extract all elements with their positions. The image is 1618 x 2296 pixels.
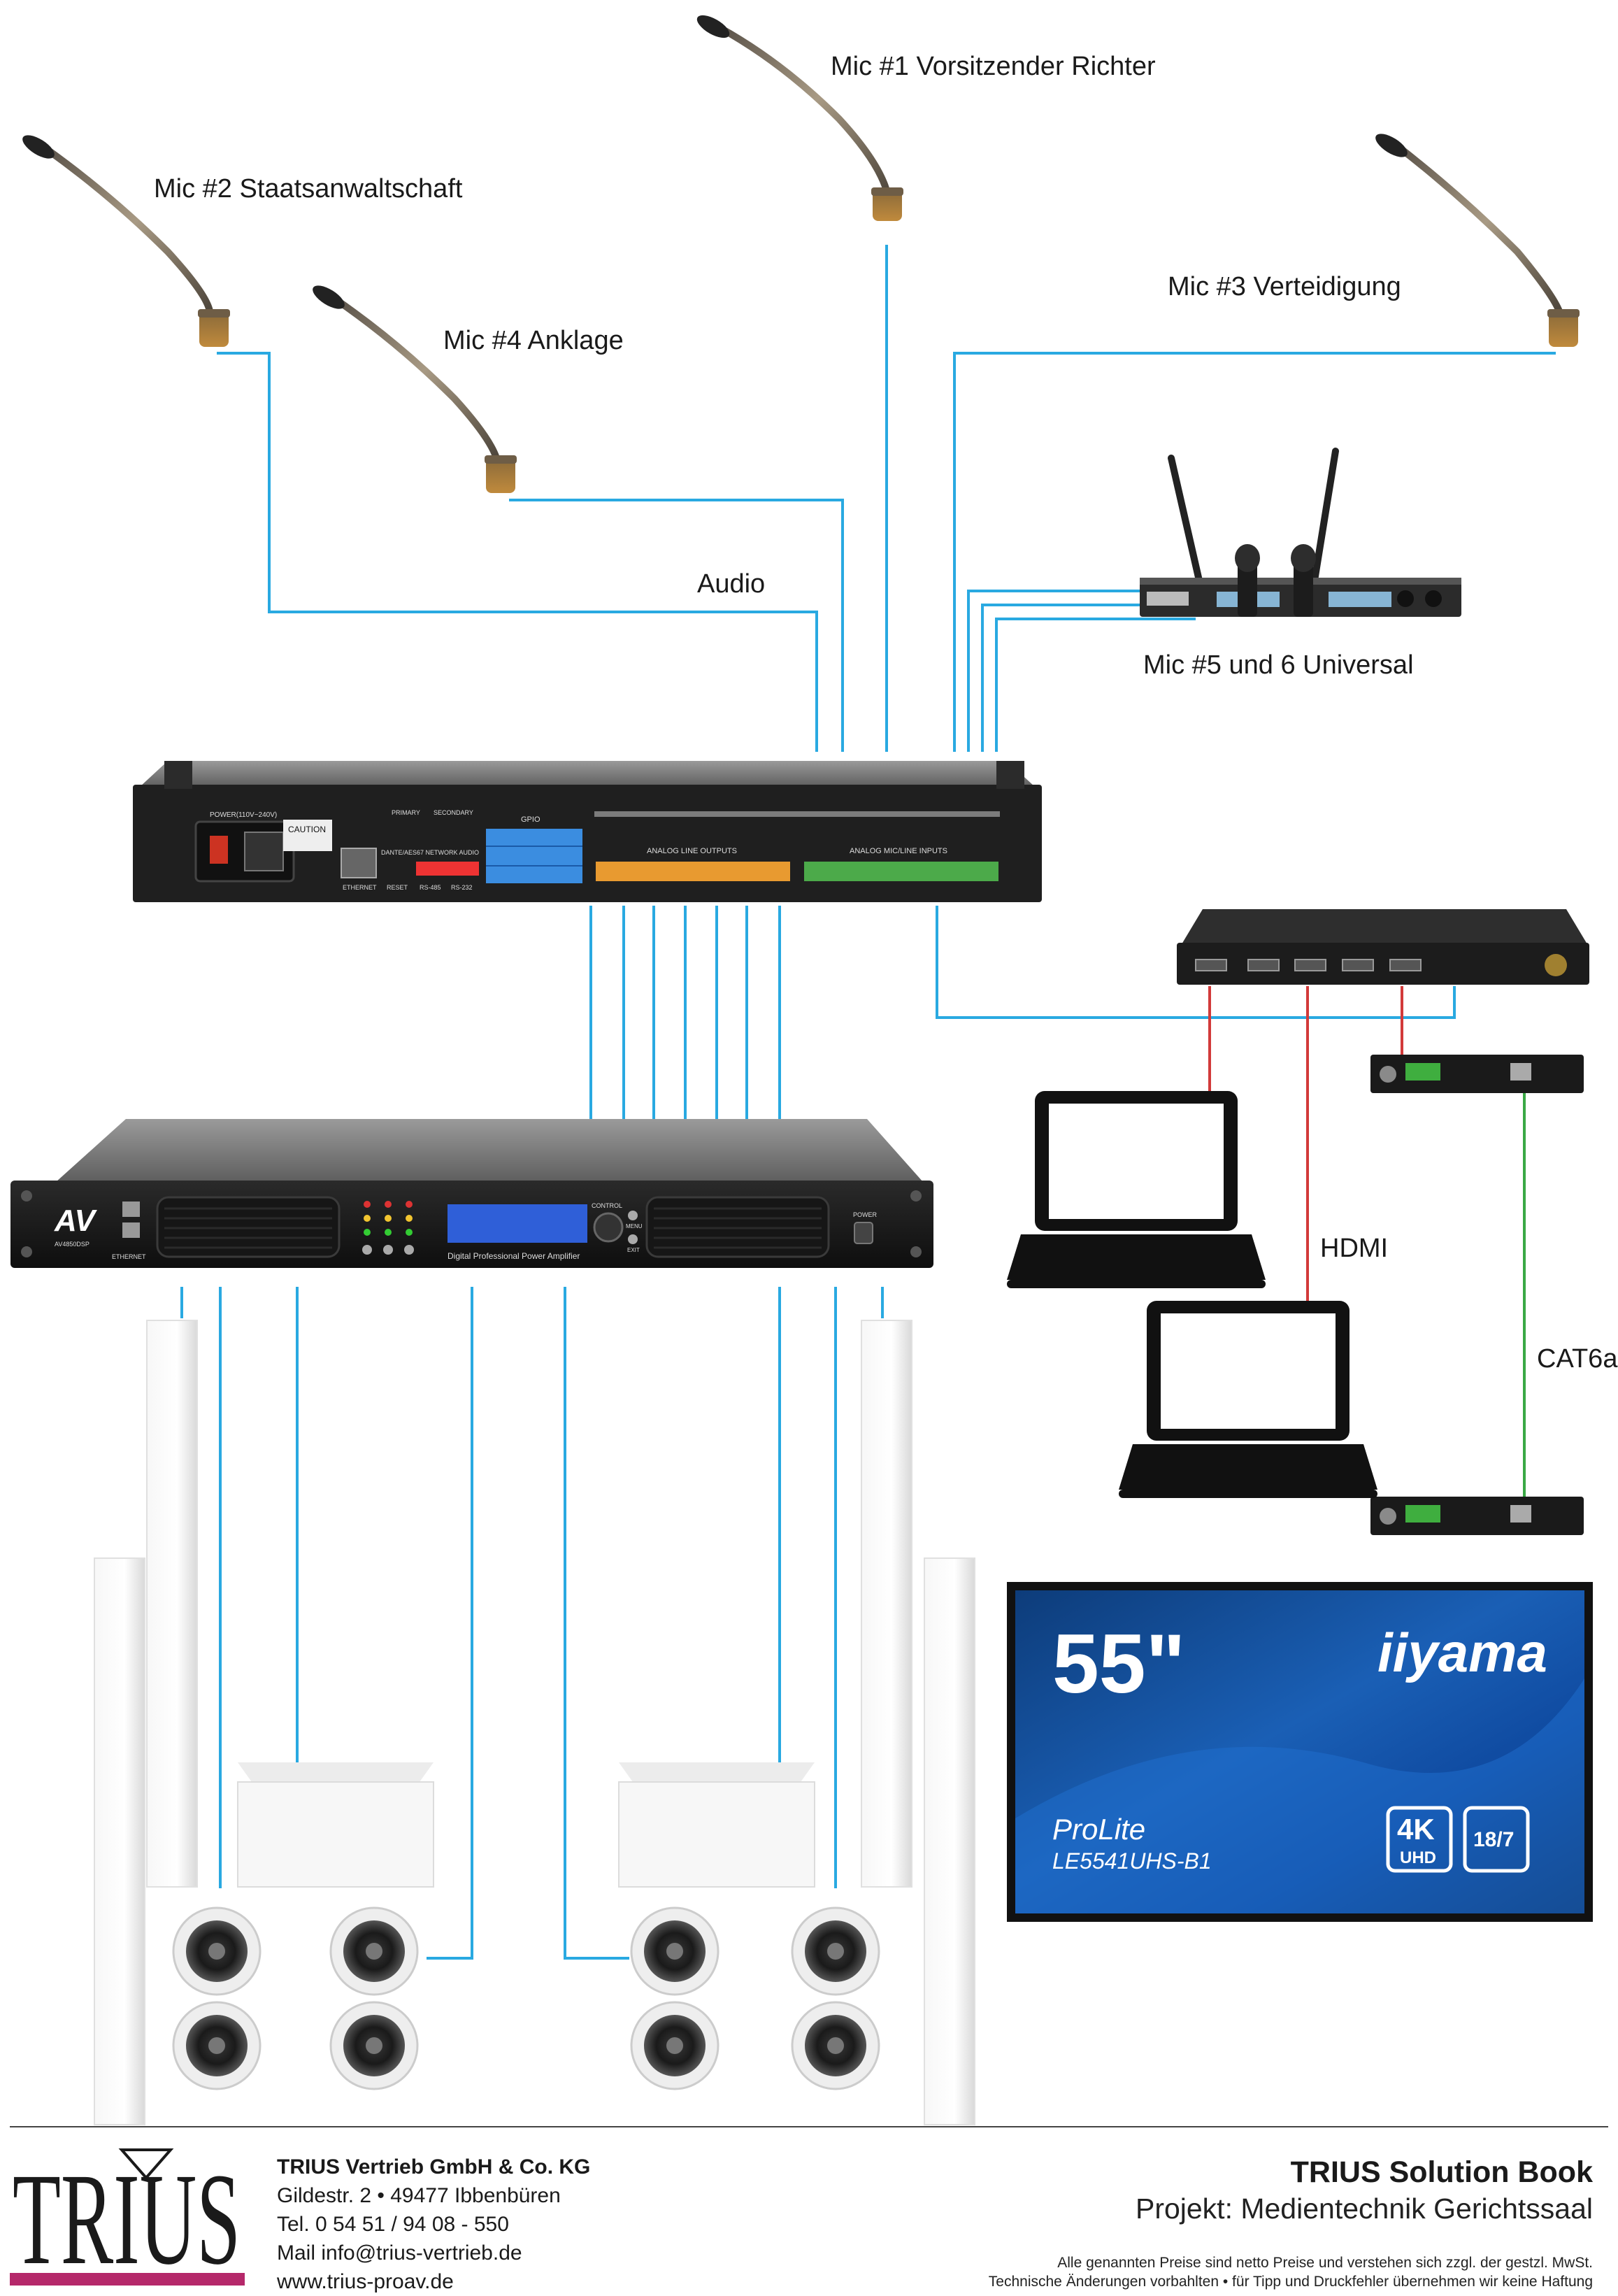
ceiling-speaker	[329, 2001, 419, 2090]
power-amplifier: AV AV4850DSP ETHERNET Digital Profession…	[10, 1119, 933, 1268]
amp-control-label: CONTROL	[592, 1202, 622, 1209]
label-audio: Audio	[697, 569, 765, 599]
display-size: 55"	[1052, 1617, 1185, 1711]
disclaimer-line-2: Technische Änderungen vorbahlten • für T…	[988, 2274, 1593, 2290]
dsp-ethernet-label: ETHERNET	[343, 884, 377, 891]
company-phone: Tel. 0 54 51 / 94 08 - 550	[277, 2213, 509, 2236]
footer: TRIUS TRIUS Vertrieb GmbH & Co. KG Gilde…	[0, 2126, 1618, 2293]
disclaimer-line-1: Alle genannten Preise sind netto Preise …	[1057, 2255, 1593, 2271]
dsp-mic-inputs-label: ANALOG MIC/LINE INPUTS	[850, 847, 947, 855]
label-mic56: Mic #5 und 6 Universal	[1143, 650, 1414, 680]
hdmi-switcher	[1177, 909, 1589, 985]
label-mic3: Mic #3 Verteidigung	[1168, 272, 1401, 301]
hdmi-cables	[1208, 986, 1403, 1301]
subwoofer-left	[237, 1762, 434, 1888]
footer-divider	[10, 2126, 1608, 2127]
cable-wireless-c	[995, 618, 1196, 752]
gooseneck-mic-4	[313, 285, 517, 493]
project-title: Projekt: Medientechnik Gerichtssaal	[1135, 2192, 1593, 2225]
trius-logo-triangle	[118, 2148, 174, 2181]
cable-amp-ceil-3	[564, 1287, 629, 1960]
hdbaset-transmitter	[1370, 1055, 1584, 1093]
trius-logo-text: TRIUS	[13, 2146, 241, 2286]
amp-caption: Digital Professional Power Amplifier	[448, 1251, 580, 1261]
gooseneck-mic-3	[1375, 134, 1580, 347]
company-web[interactable]: www.trius-proav.de	[277, 2270, 454, 2293]
column-speaker-right-front	[924, 1557, 975, 2125]
dsp-rs232-label: RS-232	[451, 884, 473, 891]
amp-power-switch[interactable]	[854, 1222, 873, 1244]
cable-amp-ceil-2	[427, 1287, 473, 1960]
gooseneck-mic-1	[696, 15, 903, 221]
wireless-receiver	[1140, 448, 1461, 617]
audio-cables	[180, 245, 1556, 1960]
label-mic1: Mic #1 Vorsitzender Richter	[831, 52, 1156, 81]
cable-wireless-a	[967, 590, 1185, 752]
dsp-line-outputs-label: ANALOG LINE OUTPUTS	[647, 847, 737, 855]
book-heading: TRIUS Solution Book Projekt: Medientechn…	[1136, 2154, 1593, 2227]
hdbaset-receiver	[1370, 1497, 1584, 1535]
cable-wireless-b	[981, 604, 1189, 752]
company-name: TRIUS Vertrieb GmbH & Co. KG	[277, 2155, 591, 2179]
ceiling-speaker	[172, 1906, 262, 1996]
dsp-primary-label: PRIMARY	[392, 809, 420, 816]
dsp-gpio-label: GPIO	[521, 815, 540, 824]
column-speaker-left-front	[94, 1557, 145, 2125]
amp-model-label: AV4850DSP	[55, 1241, 90, 1248]
badge-4k: 4K	[1397, 1813, 1435, 1846]
company-info: TRIUS Vertrieb GmbH & Co. KG Gildestr. 2…	[277, 2153, 590, 2296]
company-address: Gildestr. 2 • 49477 Ibbenbüren	[277, 2184, 561, 2207]
trius-logo-bar	[10, 2273, 245, 2286]
dsp-reset-label: RESET	[387, 884, 408, 891]
ceiling-speaker	[329, 1906, 419, 1996]
display-brand-logo: iiyama	[1377, 1622, 1547, 1683]
ceiling-speaker	[791, 1906, 880, 1996]
dsp-rs485-label: RS-485	[420, 884, 441, 891]
laptop-1	[1007, 1091, 1266, 1288]
cable-mic3	[953, 352, 1556, 752]
badge-hours: 18/7	[1473, 1828, 1514, 1851]
cable-mic2	[217, 352, 818, 752]
iiyama-display: 55" iiyama ProLite LE5541UHS-B1 4K UHD 1…	[1007, 1582, 1593, 1922]
dsp-secondary-label: SECONDARY	[434, 809, 473, 816]
label-cat6a: CAT6a	[1537, 1344, 1618, 1374]
amp-brand-logo: AV	[54, 1204, 98, 1238]
ceiling-speakers	[172, 1906, 880, 2090]
label-mic2: Mic #2 Staatsanwaltschaft	[154, 174, 463, 204]
dsp-power-label: POWER(110V~240V)	[210, 811, 277, 819]
display-series: ProLite	[1052, 1813, 1145, 1846]
ceiling-speaker	[630, 2001, 719, 2090]
cable-dsp-hdmi-audio	[936, 906, 1456, 1019]
label-mic4: Mic #4 Anklage	[443, 326, 624, 355]
book-title: TRIUS Solution Book	[1290, 2155, 1593, 2189]
laptop-2	[1119, 1301, 1377, 1498]
dsp-caution-label: CAUTION	[288, 825, 326, 834]
column-speaker-left-back	[146, 1320, 198, 1888]
display-model: LE5541UHS-B1	[1052, 1848, 1212, 1874]
amp-menu-label: MENU	[626, 1223, 643, 1229]
audio-dsp-rear: POWER(110V~240V) CAUTION ETHERNET RESET …	[133, 761, 1042, 902]
label-hdmi: HDMI	[1320, 1234, 1388, 1263]
subwoofer-right	[618, 1762, 815, 1888]
cable-mic4	[509, 499, 844, 752]
amp-ethernet-label: ETHERNET	[112, 1253, 146, 1260]
trius-logo: TRIUS	[10, 2146, 245, 2286]
dsp-network-audio-label: DANTE/AES67 NETWORK AUDIO	[381, 849, 479, 856]
column-speaker-right-back	[861, 1320, 912, 1888]
disclaimer: Alle genannten Preise sind netto Preise …	[989, 2253, 1593, 2291]
ceiling-speaker	[791, 2001, 880, 2090]
amp-control-knob[interactable]	[593, 1212, 624, 1243]
amp-indicator-leds	[362, 1201, 414, 1255]
amp-exit-label: EXIT	[627, 1247, 640, 1253]
company-mail[interactable]: Mail info@trius-vertrieb.de	[277, 2241, 522, 2265]
amp-power-label: POWER	[853, 1211, 878, 1218]
ceiling-speaker	[630, 1906, 719, 1996]
ceiling-speaker	[172, 2001, 262, 2090]
badge-18-7	[1463, 1806, 1530, 1873]
badge-4k-uhd	[1386, 1806, 1453, 1873]
gooseneck-mic-2	[22, 135, 230, 347]
badge-uhd: UHD	[1400, 1848, 1436, 1867]
